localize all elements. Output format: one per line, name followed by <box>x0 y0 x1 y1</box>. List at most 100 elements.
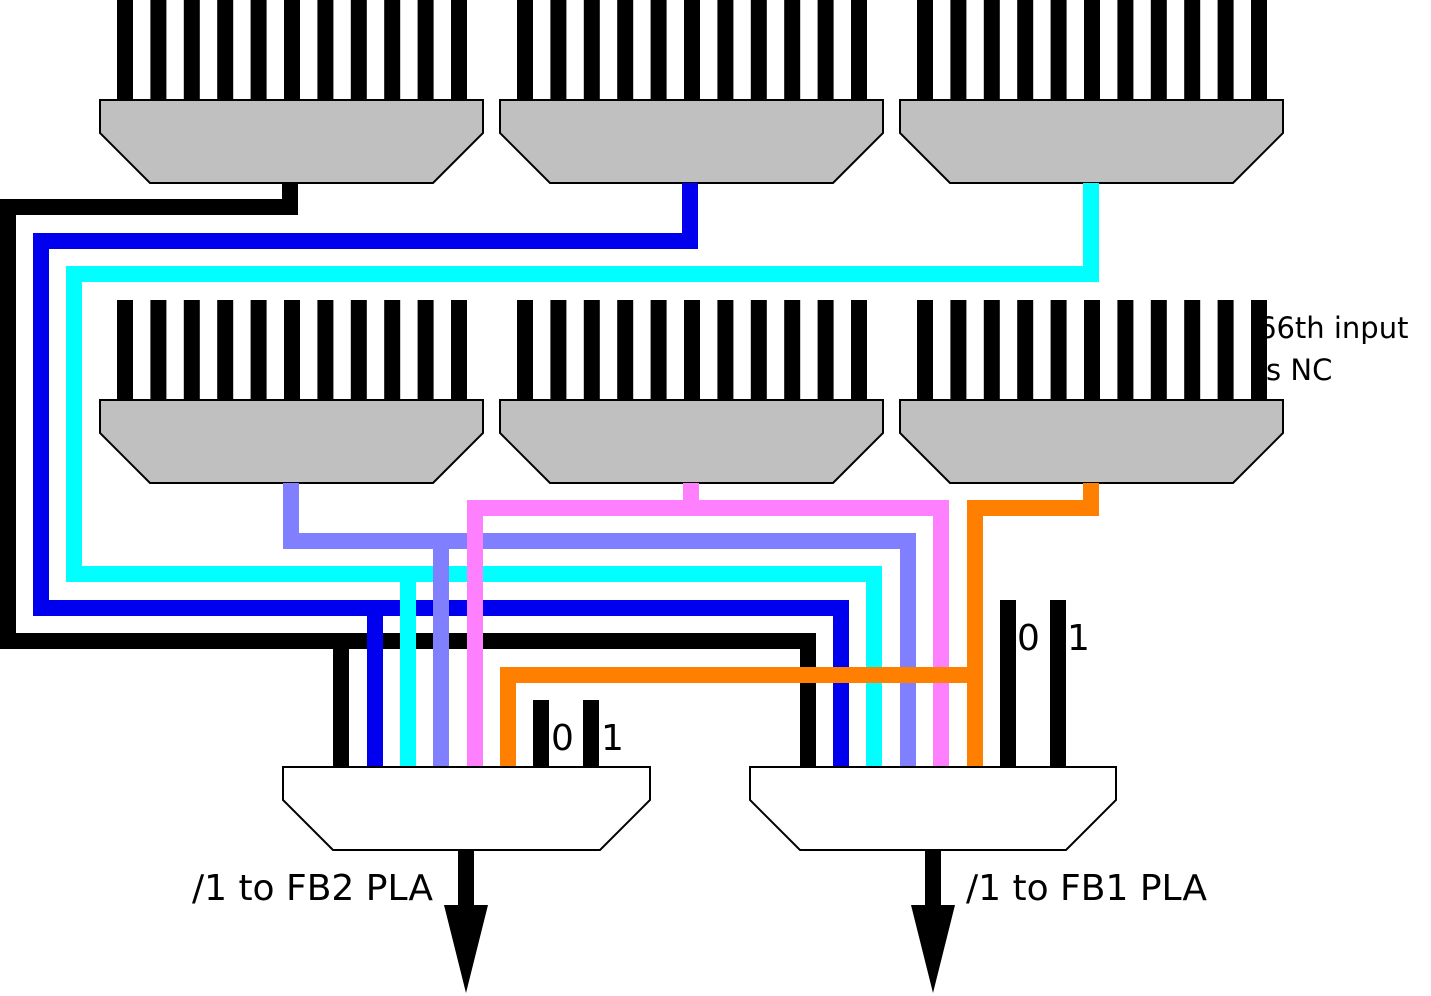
top-block-3-pin-3 <box>983 0 1000 100</box>
top-block-2-pin-9 <box>784 0 801 100</box>
routing-wires <box>0 183 1099 767</box>
top-block-1-pin-1 <box>117 0 133 100</box>
middle-block-1-pin-1 <box>117 300 133 400</box>
top-block-3-pin-5 <box>1050 0 1067 100</box>
top-block-3-pin-4 <box>1017 0 1034 100</box>
middle-block-1 <box>99 399 484 484</box>
middle-block-1-pin-4 <box>217 300 234 400</box>
top-block-2-pin-2 <box>550 0 567 100</box>
middle-block-2-pin-3 <box>583 300 600 400</box>
top-block-1-pin-6 <box>284 0 300 100</box>
top-block-1-pin-11 <box>451 0 467 100</box>
top-block-2-pin-8 <box>750 0 767 100</box>
fb2-const-1-pin <box>583 700 599 767</box>
top-block-1-pin-10 <box>417 0 434 100</box>
annotation-line-2: is NC <box>1258 353 1332 387</box>
middle-block-3-pin-7 <box>1117 300 1134 400</box>
fb1-const-1-pin <box>1050 600 1066 767</box>
wire-blue <box>33 183 849 767</box>
top-block-1-pin-4 <box>217 0 234 100</box>
top-block-2-pin-10 <box>817 0 834 100</box>
fb2-output-arrow <box>444 850 488 993</box>
middle-block-2-pin-5 <box>650 300 667 400</box>
top-row-blocks <box>99 99 1284 184</box>
top-block-2-pin-1 <box>517 0 533 100</box>
fb2-const-1-label: 1 <box>601 718 624 759</box>
middle-block-1-pin-9 <box>384 300 401 400</box>
middle-block-1-pin-11 <box>451 300 467 400</box>
fb1-const-1-label: 1 <box>1067 618 1090 659</box>
fb2-output-label: /1 to FB2 PLA <box>192 868 433 909</box>
top-block-1-pin-9 <box>384 0 401 100</box>
top-block-3-pin-11 <box>1251 0 1267 100</box>
middle-block-3-pin-10 <box>1217 300 1234 400</box>
top-block-3-pin-7 <box>1117 0 1134 100</box>
middle-block-1-pin-8 <box>350 300 367 400</box>
top-block-1-pin-8 <box>350 0 367 100</box>
top-block-3-pin-6 <box>1084 0 1100 100</box>
top-block-1-pin-5 <box>250 0 267 100</box>
wire-orange <box>500 483 1099 767</box>
fb2-const-0-label: 0 <box>551 718 574 759</box>
middle-block-3-pin-3 <box>983 300 1000 400</box>
middle-block-2-pin-2 <box>550 300 567 400</box>
output-arrows <box>444 850 955 993</box>
middle-block-2-pin-11 <box>851 300 867 400</box>
middle-block-3-pin-8 <box>1150 300 1167 400</box>
top-block-1-pin-2 <box>150 0 167 100</box>
wire-periwinkle <box>283 483 916 767</box>
wire-cyan <box>66 183 1099 767</box>
fb1-output-label: /1 to FB1 PLA <box>966 868 1207 909</box>
annotation-line-1: 66th input <box>1258 311 1408 345</box>
middle-row-blocks <box>99 399 1284 484</box>
middle-block-3-pin-9 <box>1184 300 1201 400</box>
wire-black <box>0 183 816 767</box>
top-block-1-pin-3 <box>183 0 200 100</box>
middle-block-2-pin-7 <box>717 300 734 400</box>
top-block-3-pin-2 <box>950 0 967 100</box>
fb1-output-arrow <box>911 850 955 993</box>
middle-block-3-pin-2 <box>950 300 967 400</box>
input-pins <box>117 0 1267 400</box>
top-block-1-pin-7 <box>317 0 334 100</box>
middle-block-2-pin-4 <box>617 300 634 400</box>
middle-block-1-pin-2 <box>150 300 167 400</box>
fb2-output-mux <box>282 766 651 851</box>
middle-block-2-pin-8 <box>750 300 767 400</box>
middle-block-2-pin-1 <box>517 300 533 400</box>
fb1-const-0-label: 0 <box>1017 618 1040 659</box>
middle-block-1-pin-3 <box>183 300 200 400</box>
middle-block-3 <box>899 399 1284 484</box>
middle-block-2 <box>499 399 884 484</box>
top-block-2-pin-3 <box>583 0 600 100</box>
fb2-const-0-pin <box>533 700 549 767</box>
fb1-output-mux <box>749 766 1117 851</box>
middle-block-1-pin-5 <box>250 300 267 400</box>
middle-block-3-pin-6 <box>1084 300 1100 400</box>
top-block-3 <box>899 99 1284 184</box>
middle-block-3-pin-1 <box>917 300 933 400</box>
middle-block-2-pin-6 <box>684 300 700 400</box>
top-block-2 <box>499 99 884 184</box>
top-block-3-pin-1 <box>917 0 933 100</box>
middle-block-2-pin-10 <box>817 300 834 400</box>
top-block-2-pin-4 <box>617 0 634 100</box>
wire-pink <box>467 483 949 767</box>
top-block-3-pin-10 <box>1217 0 1234 100</box>
middle-block-3-pin-4 <box>1017 300 1034 400</box>
middle-block-3-pin-11 <box>1251 300 1267 400</box>
top-block-2-pin-11 <box>851 0 867 100</box>
top-block-2-pin-5 <box>650 0 667 100</box>
top-block-2-pin-6 <box>684 0 700 100</box>
middle-block-1-pin-7 <box>317 300 334 400</box>
fb1-const-0-pin <box>1000 600 1016 767</box>
top-block-3-pin-8 <box>1150 0 1167 100</box>
middle-block-2-pin-9 <box>784 300 801 400</box>
middle-block-1-pin-10 <box>417 300 434 400</box>
top-block-1 <box>99 99 484 184</box>
top-block-2-pin-7 <box>717 0 734 100</box>
constant-pins <box>533 600 1066 767</box>
middle-block-3-pin-5 <box>1050 300 1067 400</box>
